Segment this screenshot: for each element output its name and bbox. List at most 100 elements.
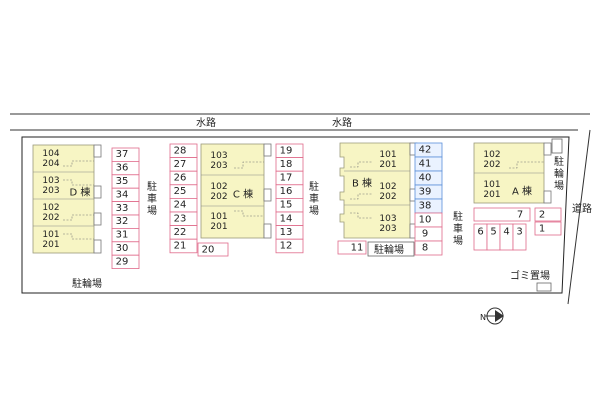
garbage-area-label: ゴミ置場 (510, 269, 550, 282)
room-a-101: 101 (483, 180, 500, 190)
room-d-202: 202 (42, 213, 59, 223)
svg-text:駐: 駐 (309, 180, 319, 193)
parking-spot-6-label: 6 (477, 227, 483, 238)
room-a-201: 201 (483, 190, 500, 200)
parking-spot-35-label: 35 (116, 176, 129, 187)
parking-spot-11-label: 11 (351, 243, 364, 254)
parking-spot-23-label: 23 (174, 213, 187, 224)
parking-spot-21-label: 21 (174, 241, 187, 252)
room-d-101: 101 (42, 230, 59, 240)
parking-sign-3: 駐 車 場 (453, 210, 463, 247)
svg-text:駐: 駐 (453, 210, 463, 223)
garbage-area-box (536, 282, 552, 292)
parking-column-19-12: 19 18 17 16 15 14 13 12 (275, 143, 304, 254)
building-b: 101 201 102 202 103 203 B 棟 (339, 142, 418, 239)
svg-text:車: 車 (147, 192, 157, 205)
parking-spot-14-label: 14 (280, 213, 293, 224)
parking-spot-1 (534, 221, 562, 236)
parking-spot-3 (512, 223, 527, 251)
compass-n-label: N (480, 313, 486, 322)
parking-spot-8 (414, 240, 443, 256)
waterway-label-right: 水路 (332, 116, 352, 129)
parking-spot-29-label: 29 (116, 256, 129, 267)
svg-text:車: 車 (453, 222, 463, 235)
room-c-202: 202 (210, 192, 227, 202)
room-b-103: 103 (379, 214, 396, 224)
room-b-203: 203 (379, 224, 396, 234)
parking-spot-31-label: 31 (116, 230, 129, 241)
parking-column-42-38: 42 41 40 39 38 (414, 142, 443, 214)
room-a-102: 102 (483, 150, 500, 160)
svg-text:場: 場 (554, 179, 564, 192)
parking-spot-33-label: 33 (116, 203, 129, 214)
road-label: 道路 (572, 202, 592, 215)
parking-spot-40-label: 40 (419, 173, 432, 184)
parking-spot-11 (337, 240, 367, 255)
room-c-101: 101 (210, 212, 227, 222)
parking-spot-4-label: 4 (503, 227, 509, 238)
parking-spot-42-label: 42 (419, 145, 432, 156)
waterway-label-left: 水路 (196, 116, 216, 129)
building-a: 102 202 101 201 A 棟 (473, 142, 552, 204)
road-line-right (567, 129, 591, 305)
parking-spot-25-label: 25 (174, 186, 187, 197)
parking-spot-9 (414, 226, 443, 242)
building-d-name: D 棟 (70, 186, 91, 199)
compass-icon: N (480, 307, 504, 325)
parking-spot-7-label: 7 (517, 210, 523, 221)
parking-spot-21 (169, 238, 198, 254)
room-d-102: 102 (42, 203, 59, 213)
svg-text:駐: 駐 (554, 155, 564, 168)
bicycle-parking-right-box (551, 138, 563, 154)
parking-spot-34-label: 34 (116, 189, 129, 200)
parking-spot-37-label: 37 (116, 149, 129, 160)
parking-spot-2-label: 2 (539, 210, 545, 221)
parking-spot-17-label: 17 (280, 173, 293, 184)
room-b-102: 102 (379, 182, 396, 192)
parking-spot-2 (534, 207, 562, 222)
svg-text:場: 場 (147, 204, 157, 217)
parking-spot-30-label: 30 (116, 243, 129, 254)
parking-spot-1-label: 1 (539, 224, 545, 235)
parking-spot-39-label: 39 (419, 187, 432, 198)
parking-spot-29 (111, 254, 140, 269)
parking-spot-16-label: 16 (280, 186, 293, 197)
building-b-name: B 棟 (352, 177, 372, 190)
parking-spot-7 (473, 207, 531, 222)
bicycle-parking-middle-label: 駐輪場 (374, 243, 404, 256)
room-d-103: 103 (42, 176, 59, 186)
svg-text:場: 場 (309, 204, 319, 217)
parking-spot-28-label: 28 (174, 145, 187, 156)
parking-spot-8-label: 8 (422, 243, 428, 254)
room-b-202: 202 (379, 192, 396, 202)
parking-spot-10-label: 10 (419, 215, 432, 226)
svg-text:車: 車 (309, 192, 319, 205)
svg-text:場: 場 (453, 234, 463, 247)
bicycle-parking-right: 駐 輪 場 (554, 155, 564, 192)
parking-spot-12 (275, 238, 304, 254)
room-c-203: 203 (210, 161, 227, 171)
parking-spot-41-label: 41 (419, 159, 432, 170)
parking-spot-22-label: 22 (174, 227, 187, 238)
building-a-name: A 棟 (512, 185, 532, 198)
svg-text:輪: 輪 (554, 167, 564, 180)
room-d-204: 204 (42, 159, 59, 169)
bicycle-parking-left-label: 駐輪場 (72, 277, 102, 290)
parking-spot-24-label: 24 (174, 200, 187, 211)
parking-spot-38-label: 38 (419, 201, 432, 212)
room-c-103: 103 (210, 151, 227, 161)
parking-spot-13-label: 13 (280, 227, 293, 238)
parking-sign-2: 駐 車 場 (309, 180, 319, 217)
parking-spot-19-label: 19 (280, 145, 293, 156)
parking-spot-18-label: 18 (280, 159, 293, 170)
room-b-101: 101 (379, 150, 396, 160)
room-d-203: 203 (42, 186, 59, 196)
room-b-201: 201 (379, 160, 396, 170)
building-d: 104 204 103 203 102 202 101 201 D 棟 (32, 144, 102, 254)
bicycle-parking-middle (367, 241, 415, 257)
parking-spot-15-label: 15 (280, 200, 293, 211)
parking-spot-12-label: 12 (280, 241, 293, 252)
